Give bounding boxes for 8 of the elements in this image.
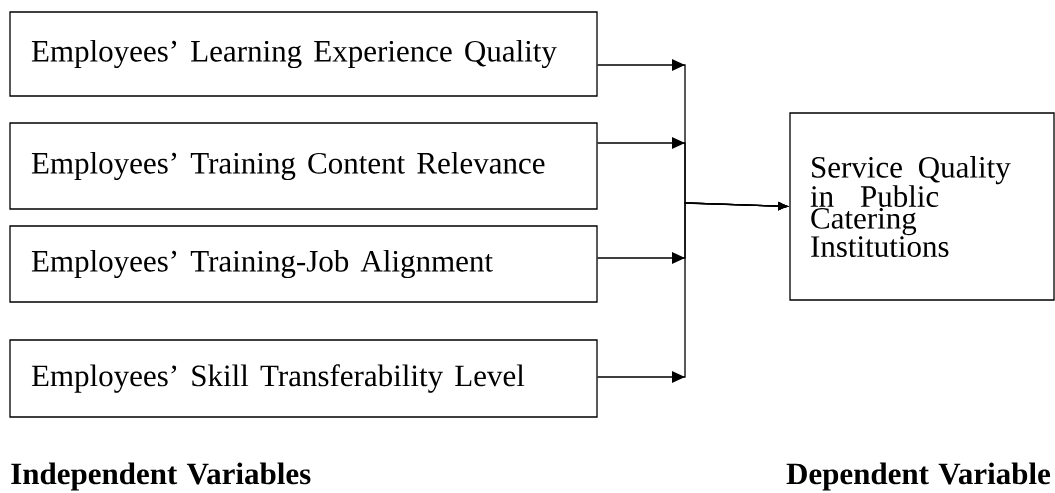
variable-box: Employees’ Training-Job Alignment bbox=[9, 225, 598, 303]
variable-box: Employees’ Training Content Relevance bbox=[9, 122, 598, 210]
axis-heading: Dependent Variable bbox=[786, 462, 1050, 491]
axis-heading: Independent Variables bbox=[11, 462, 311, 491]
variable-box: Employees’ Learning Experience Quality bbox=[9, 11, 598, 97]
variable-box: Employees’ Skill Transferability Level bbox=[9, 339, 598, 418]
arrow bbox=[597, 202, 788, 383]
variable-box: Service Quality in Public Catering Institutions bbox=[789, 112, 1055, 301]
